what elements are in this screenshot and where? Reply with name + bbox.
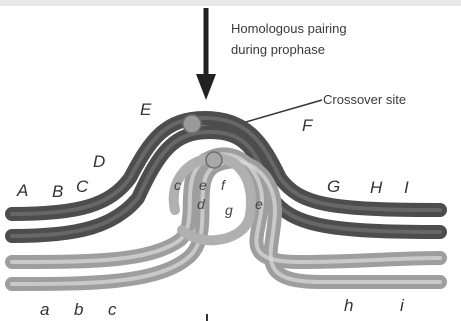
- loop-label-c: c: [174, 177, 181, 193]
- loop-label-g: g: [225, 202, 233, 218]
- pairing-label-line2: during prophase: [231, 42, 325, 57]
- crossover-label: Crossover site: [323, 92, 406, 107]
- gene-label-i: i: [400, 296, 405, 315]
- cropped-top-text: [0, 0, 461, 6]
- crossover-node-lower: [206, 152, 222, 168]
- crossover-node-upper: [183, 115, 201, 133]
- gene-label-D: D: [93, 152, 105, 171]
- loop-label-f: f: [221, 177, 227, 193]
- light-chromosome: [12, 154, 440, 284]
- down-arrow-icon: [196, 8, 216, 100]
- pairing-label-line1: Homologous pairing: [231, 21, 347, 36]
- gene-label-B: B: [52, 182, 63, 201]
- gene-label-C: C: [76, 177, 89, 196]
- gene-label-h: h: [344, 296, 353, 315]
- gene-label-F: F: [302, 116, 314, 135]
- gene-label-E: E: [140, 100, 152, 119]
- gene-label-H: H: [370, 178, 383, 197]
- gene-label-a: a: [40, 300, 49, 319]
- gene-label-c: c: [108, 300, 117, 319]
- loop-label-e: e: [199, 177, 207, 193]
- loop-label-d: d: [197, 196, 206, 212]
- gene-label-A: A: [16, 181, 28, 200]
- loop-label-e2: e: [255, 196, 263, 212]
- gene-label-I: I: [404, 178, 409, 197]
- gene-label-G: G: [327, 177, 340, 196]
- gene-label-b: b: [74, 300, 83, 319]
